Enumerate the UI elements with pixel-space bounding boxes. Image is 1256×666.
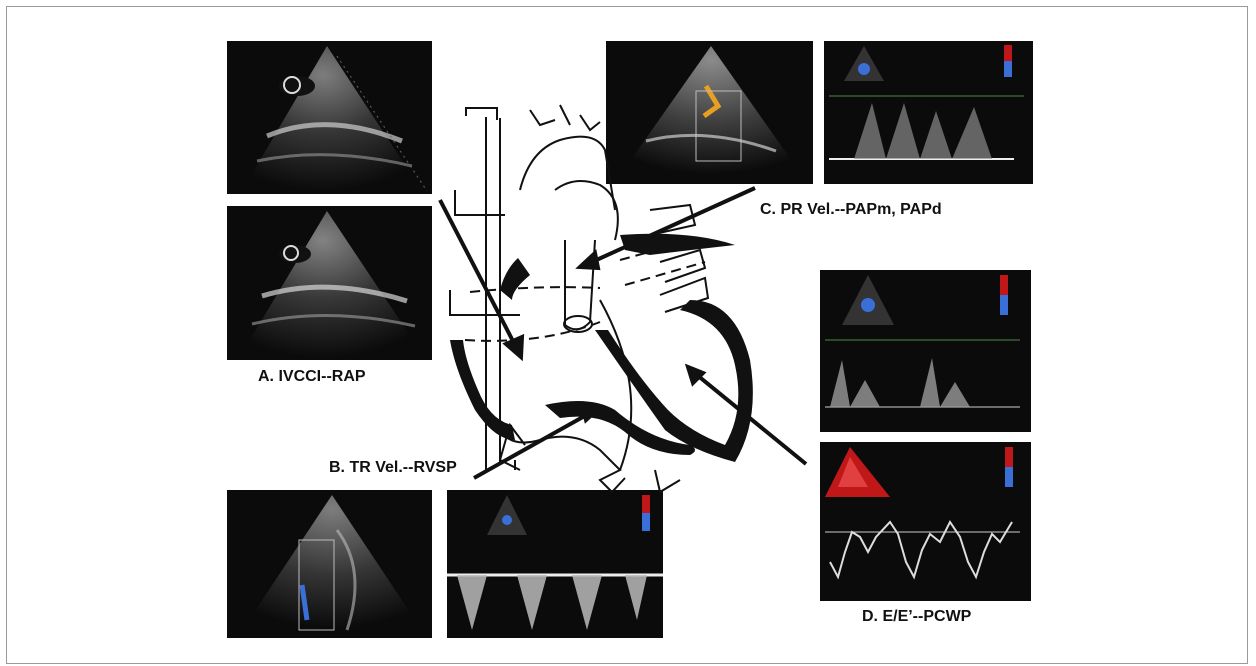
label-pr-vel-papm-papd: C. PR Vel.--PAPm, PAPd	[760, 201, 942, 219]
arrow-to-ivc	[440, 200, 515, 345]
heart-walls	[450, 234, 753, 462]
arrows	[440, 188, 806, 478]
label-e-e-prime-pcwp: D. E/E’--PCWP	[862, 608, 971, 626]
label-ivcci-rap: A. IVCCI--RAP	[258, 368, 366, 386]
label-tr-vel-rvsp: B. TR Vel.--RVSP	[329, 459, 457, 477]
